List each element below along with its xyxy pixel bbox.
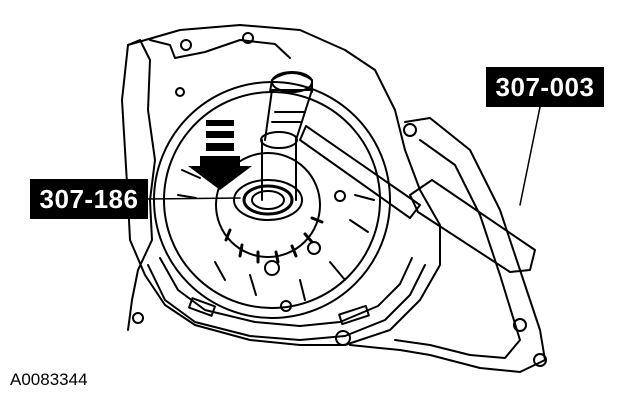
arrow-stripe-3 xyxy=(206,143,234,151)
handle-grip xyxy=(409,179,536,273)
inner-housing-ring xyxy=(153,81,391,319)
lower-flange xyxy=(147,264,426,341)
arrow-stripe-1 xyxy=(206,120,234,126)
hub-bolt-3 xyxy=(334,190,346,202)
hub-bolt-2 xyxy=(307,241,321,255)
fin-4 xyxy=(349,194,375,233)
bracket-bolt-end xyxy=(533,353,547,367)
callout-tool-307-186: 307-186 xyxy=(30,179,148,219)
lower-slot-2 xyxy=(338,304,370,326)
support-bracket xyxy=(349,117,546,373)
installer-handle-top xyxy=(271,71,313,93)
top-bolt-2 xyxy=(242,32,254,44)
bracket-bolt xyxy=(403,123,417,137)
seal-outer xyxy=(233,179,303,221)
lower-flange-inner xyxy=(159,257,413,327)
bracket-bolt-lower xyxy=(513,318,527,332)
hub-bolt-1 xyxy=(264,260,280,276)
top-bolt-3 xyxy=(175,87,185,97)
seal-inner xyxy=(242,184,294,216)
housing-left-edge xyxy=(127,39,156,331)
seal-core xyxy=(251,190,285,210)
bell-housing-outline xyxy=(121,24,441,346)
top-bolt-1 xyxy=(180,39,192,51)
housing-top-flange xyxy=(149,39,291,59)
gear-teeth xyxy=(224,216,324,264)
lower-bolt xyxy=(335,330,351,346)
fin-2 xyxy=(214,261,257,296)
hub-bolt-4 xyxy=(280,300,292,312)
fin-3 xyxy=(299,261,346,301)
installer-shaft xyxy=(261,137,297,201)
handle-rod xyxy=(299,125,421,219)
lower-slot-1 xyxy=(188,297,216,317)
arrow-stripe-2 xyxy=(206,131,234,138)
installer-handle-body xyxy=(264,89,313,141)
figure-id-label: A0083344 xyxy=(10,370,88,389)
callout-tool-307-003: 307-003 xyxy=(486,67,604,107)
fin-1 xyxy=(177,169,201,199)
direction-arrow xyxy=(188,156,252,190)
gear-hub xyxy=(215,152,321,258)
leader-307-186 xyxy=(147,197,241,200)
leader-307-003 xyxy=(519,106,541,206)
support-bracket-inner xyxy=(394,139,521,359)
lower-bolt-left xyxy=(132,312,144,324)
